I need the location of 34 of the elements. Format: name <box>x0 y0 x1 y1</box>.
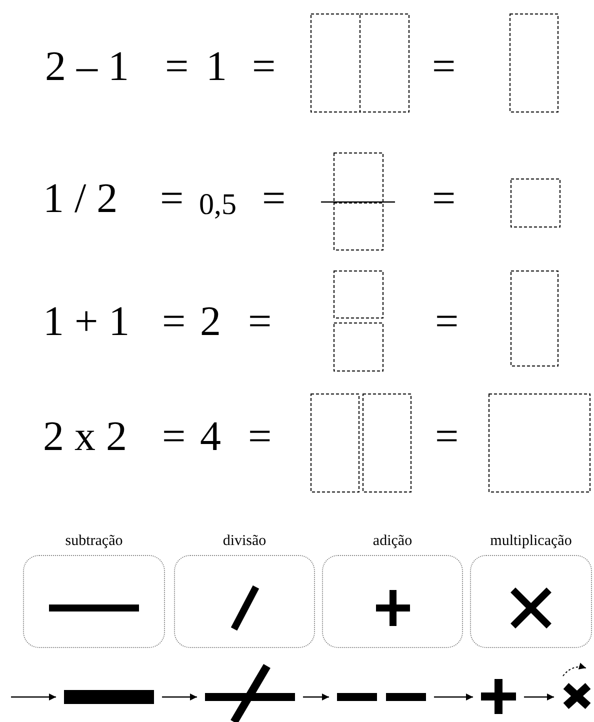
equals-sign: = <box>435 301 459 343</box>
math-expression: 0,5 <box>199 190 236 220</box>
equals-sign: = <box>252 46 276 88</box>
double-bar-drawing <box>337 690 426 704</box>
math-expression: 2 <box>200 301 221 343</box>
equals-sign: = <box>435 416 459 458</box>
arrow <box>434 694 473 700</box>
crossed-bar-drawing <box>205 664 295 722</box>
plus-drawing <box>481 679 516 714</box>
multiply-drawing <box>562 682 592 710</box>
math-expression: 2 x 2 <box>43 416 127 458</box>
equals-sign: = <box>262 178 286 220</box>
math-expression: 4 <box>200 416 221 458</box>
equals-sign: = <box>165 46 189 88</box>
equals-sign: = <box>162 416 186 458</box>
card-heading: multiplicação <box>490 534 572 549</box>
card-heading: divisão <box>222 534 266 549</box>
card-heading: adição <box>372 534 412 549</box>
equals-sign: = <box>248 416 272 458</box>
equals-sign: = <box>432 178 456 220</box>
equals-sign: = <box>160 178 184 220</box>
math-expression: 1 / 2 <box>43 178 118 220</box>
equals-sign: = <box>162 301 186 343</box>
arrow <box>162 694 197 700</box>
math-expression: 2 – 1 <box>45 46 129 88</box>
bar-drawing <box>64 690 154 704</box>
arrow <box>303 694 329 700</box>
equals-sign: = <box>432 46 456 88</box>
arrow <box>524 694 554 700</box>
math-expression: 1 + 1 <box>43 301 130 343</box>
math-expression: 1 <box>206 46 227 88</box>
equals-sign: = <box>248 301 272 343</box>
arrow <box>11 694 56 700</box>
card-heading: subtração <box>65 534 123 549</box>
